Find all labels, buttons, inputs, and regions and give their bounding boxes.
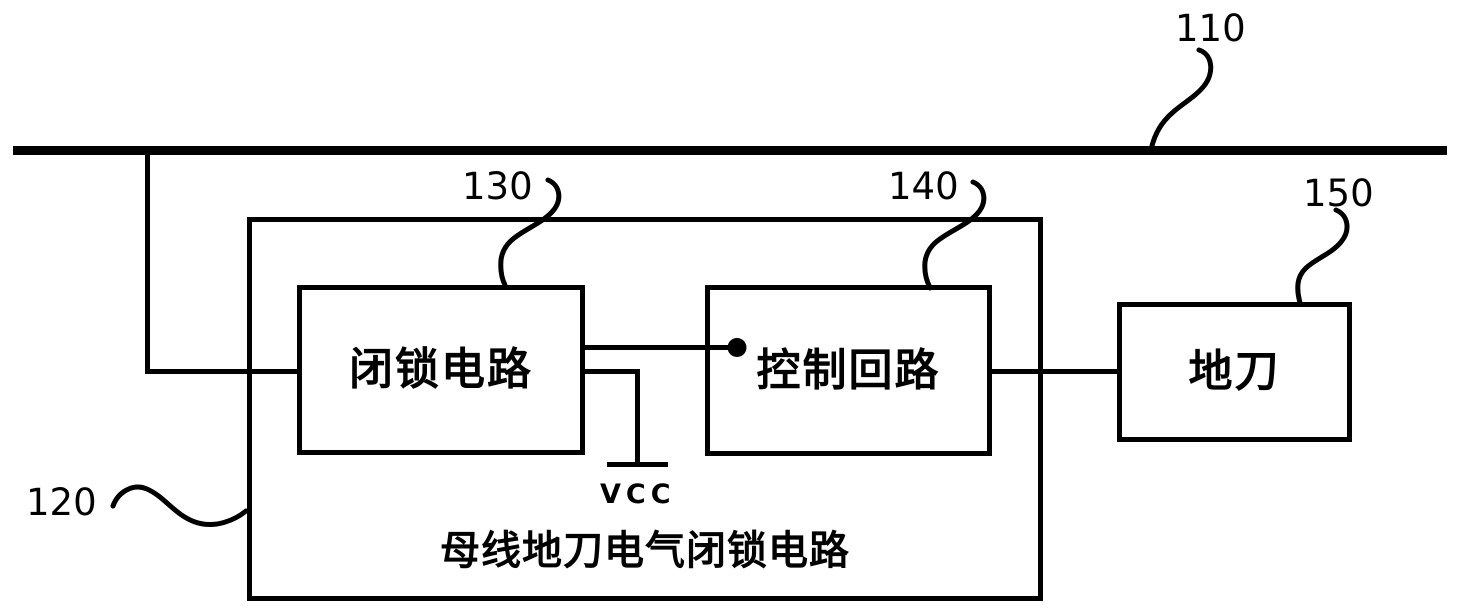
earth-switch-label: 地刀	[1188, 346, 1281, 397]
leader-120	[110, 484, 249, 527]
interlock-circuit-box: 闭锁电路	[297, 285, 585, 455]
vcc-label: VCC	[600, 479, 676, 510]
ref-150: 150	[1303, 172, 1374, 215]
outer-interlock-circuit-box	[247, 217, 1043, 601]
ref-140: 140	[888, 165, 959, 208]
interlock-circuit-label: 闭锁电路	[349, 344, 533, 395]
leader-150	[1295, 207, 1350, 306]
ref-110: 110	[1175, 7, 1246, 50]
ref-120: 120	[26, 481, 97, 524]
earth-switch-box: 地刀	[1117, 302, 1352, 442]
control-loop-label: 控制回路	[756, 344, 941, 396]
leader-110	[1148, 47, 1214, 153]
control-loop-box: 控制回路	[705, 285, 992, 456]
outer-box-caption: 母线地刀电气闭锁电路	[440, 528, 850, 574]
ref-130: 130	[462, 165, 533, 208]
